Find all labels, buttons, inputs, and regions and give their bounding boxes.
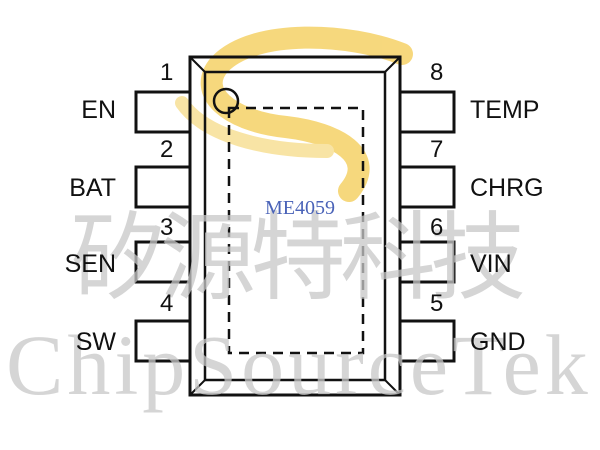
pin-4-number: 4 [160,290,174,317]
pin-6-lead [398,240,456,284]
part-number-label: ME4059 [265,197,335,219]
pin-3-label: SEN [64,250,116,278]
watermark-chinese-text: 矽源特科技 [70,202,526,314]
pin-5-label: GND [470,328,526,356]
pin-8-label: TEMP [470,96,540,124]
pin-2-label: BAT [69,174,116,202]
pin-6-number: 6 [430,214,444,241]
pin-4-label: SW [75,328,116,356]
pin-8-number: 8 [430,59,444,86]
pin-4-lead [134,319,192,363]
pin-7-number: 7 [430,136,444,163]
pin-5-lead [398,319,456,363]
pin-7-lead [398,165,456,209]
pin-3-number: 3 [160,214,174,241]
pin1-marker-circle-icon [212,87,240,115]
watermark-english-text: ChipSourceTek [6,317,592,413]
pin-5-number: 5 [430,290,444,317]
pin-3-lead [134,240,192,284]
pin-6-label: VIN [470,250,512,278]
pin-1-lead [134,90,192,134]
pin-1-label: EN [81,96,116,124]
pin-8-lead [398,90,456,134]
exposed-pad-outline [227,106,365,355]
pin-2-lead [134,165,192,209]
pin-7-label: CHRG [470,174,544,202]
pin-1-number: 1 [160,59,174,86]
ic-body [188,55,402,397]
s-swoosh-logo-icon [175,26,413,202]
pin-2-number: 2 [160,136,174,163]
